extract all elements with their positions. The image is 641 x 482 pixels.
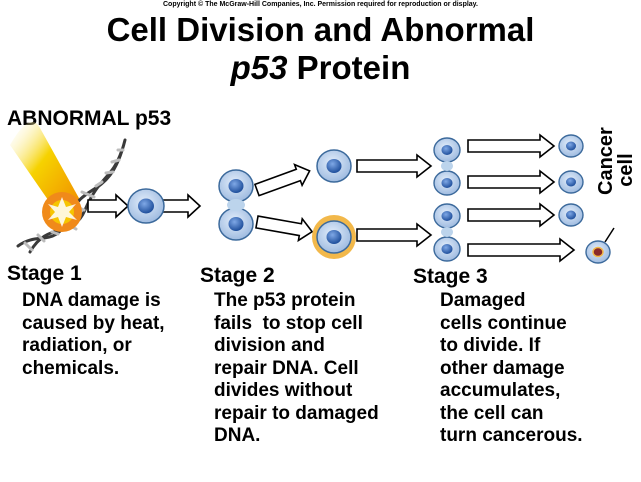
arrow-up-branch bbox=[253, 163, 311, 197]
abnormal-p53-label: ABNORMAL p53 bbox=[7, 107, 172, 130]
stage-3-description: Damaged cells continue to divide. If oth… bbox=[440, 290, 583, 446]
p53-italic: p53 bbox=[230, 49, 288, 86]
cancer-cell bbox=[585, 240, 611, 264]
final-cell-1 bbox=[558, 134, 584, 158]
dna-damage-burst bbox=[42, 192, 82, 232]
stage-2-label: Stage 2 bbox=[200, 264, 275, 287]
cancer-cell-pointer bbox=[604, 227, 615, 243]
stage-2-description: The p53 protein fails to stop cell divis… bbox=[214, 290, 379, 446]
page-subtitle: p53 Protein bbox=[0, 50, 641, 86]
arrow-to-dividing-cell bbox=[159, 194, 201, 218]
radiation-beam bbox=[10, 121, 80, 212]
subtitle-rest: Protein bbox=[287, 49, 411, 86]
copyright-notice: Copyright © The McGraw-Hill Companies, I… bbox=[162, 1, 479, 8]
arrow-r4 bbox=[467, 237, 576, 263]
arrow-top-row bbox=[356, 153, 433, 179]
cell-stage1 bbox=[127, 188, 165, 224]
cancer-cell-label: Cancer cell bbox=[595, 127, 637, 195]
final-cell-2 bbox=[558, 170, 584, 194]
dividing-cell-stage3-bottom bbox=[433, 203, 461, 262]
arrow-r1 bbox=[467, 133, 556, 159]
dividing-cell-stage2 bbox=[218, 169, 254, 241]
arrow-lower-row bbox=[356, 222, 433, 248]
arrow-down-branch bbox=[255, 215, 314, 243]
page-title: Cell Division and Abnormal bbox=[106, 11, 535, 48]
stage-1-label: Stage 1 bbox=[7, 262, 82, 285]
final-cell-3 bbox=[558, 203, 584, 227]
dividing-cell-stage3-top bbox=[433, 137, 461, 196]
daughter-cell-top bbox=[316, 149, 352, 183]
abnormal-daughter-cell bbox=[312, 215, 356, 259]
arrow-r2 bbox=[467, 169, 556, 195]
arrow-r3 bbox=[467, 202, 556, 228]
stage-3-label: Stage 3 bbox=[413, 265, 488, 288]
stage-1-description: DNA damage is caused by heat, radiation,… bbox=[22, 290, 165, 379]
